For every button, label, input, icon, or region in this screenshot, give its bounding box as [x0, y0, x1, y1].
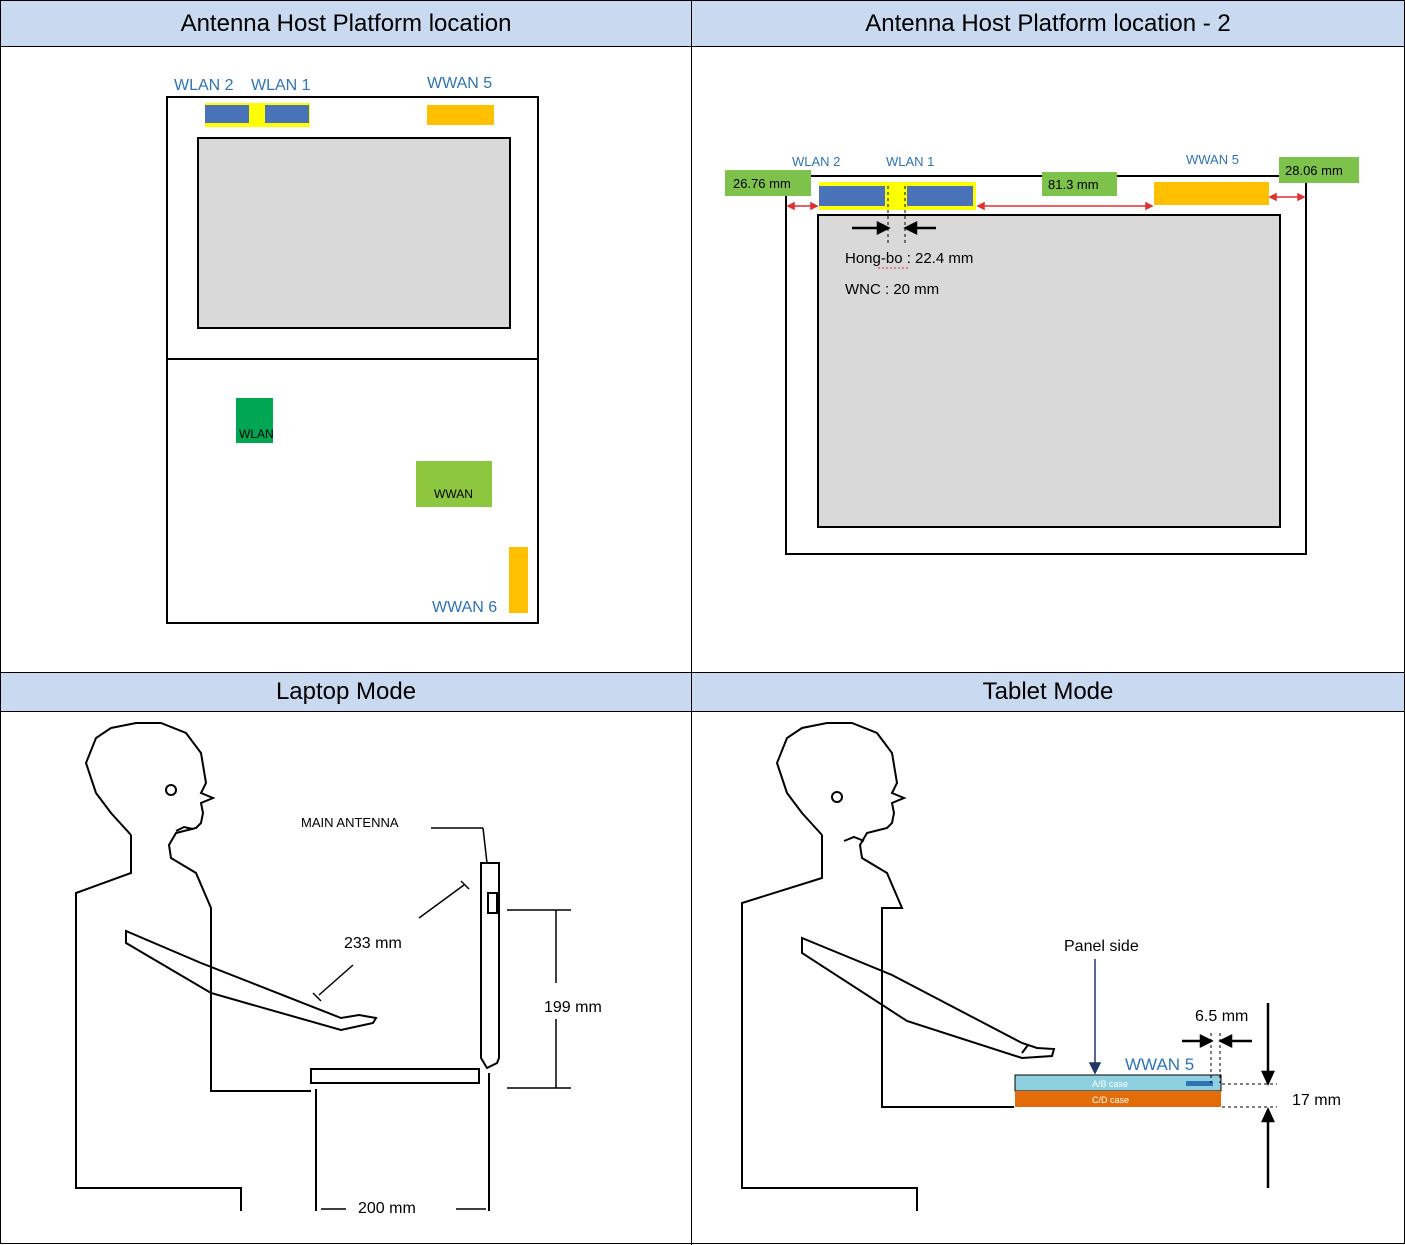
wlan2-label: WLAN 2: [174, 77, 234, 94]
dim-middle-label: 81.3 mm: [1048, 177, 1099, 192]
dimension-arrows: [1182, 1003, 1275, 1188]
tablet-mode-svg: A/B case C/D case Panel side WWAN 5 6.5 …: [741, 722, 1341, 1211]
dim-left-label: 26.76 mm: [733, 176, 791, 191]
person-figure: [741, 722, 1056, 1211]
platform-location-2-diagram: WLAN 2 WLAN 1 WWAN 5 26.76 mm 81.3 mm 28…: [692, 48, 1404, 672]
wwan6-antenna: [509, 547, 528, 613]
wwan5-antenna: [1186, 1081, 1213, 1086]
wlan2-antenna: [819, 186, 885, 206]
dimension-lines: [312, 827, 571, 1210]
eye-icon: [165, 784, 177, 796]
wwan5-label: WWAN 5: [1125, 1055, 1194, 1074]
panel-side-label: Panel side: [1064, 938, 1139, 955]
wwan5-label: WWAN 5: [1186, 152, 1239, 167]
screen-area: [197, 137, 511, 329]
screen-area: [817, 214, 1281, 528]
wlan1-antenna: [265, 105, 309, 123]
column-divider: [691, 1, 692, 1245]
wwan5-antenna: [427, 105, 494, 125]
header-tablet-mode: Tablet Mode: [692, 672, 1404, 712]
header-antenna-host-platform-location: Antenna Host Platform location: [1, 1, 691, 47]
dim-17-label: 17 mm: [1292, 1092, 1341, 1109]
dim-left-box: [725, 170, 811, 196]
cd-case: [1015, 1091, 1221, 1107]
ab-case-label: A/B case: [1092, 1079, 1128, 1089]
platform-location-svg: WLAN 2 WLAN 1 WWAN 5 WLAN WWAN WWAN 6: [166, 75, 539, 624]
laptop-mode-svg: MAIN ANTENNA 233 mm 199 mm 200 mm: [75, 722, 602, 1217]
wwan5-label: WWAN 5: [427, 75, 492, 92]
dim-right-box: [1279, 157, 1359, 183]
platform-location-2-svg: WLAN 2 WLAN 1 WWAN 5 26.76 mm 81.3 mm 28…: [725, 152, 1359, 555]
wwan6-label: WWAN 6: [432, 599, 497, 616]
note-wnc: WNC : 20 mm: [845, 281, 939, 298]
wlan2-antenna: [205, 105, 249, 123]
dim-200-label: 200 mm: [358, 1200, 416, 1217]
platform-location-diagram: WLAN 2 WLAN 1 WWAN 5 WLAN WWAN WWAN 6: [1, 48, 691, 672]
dim-199-label: 199 mm: [544, 999, 602, 1016]
tablet-mode-diagram: A/B case C/D case Panel side WWAN 5 6.5 …: [692, 713, 1404, 1245]
wwan-module-label: WWAN: [434, 487, 473, 501]
cd-case-label: C/D case: [1092, 1095, 1129, 1105]
dim-233-label: 233 mm: [344, 935, 402, 952]
wlan2-label: WLAN 2: [792, 154, 840, 169]
main-antenna-label: MAIN ANTENNA: [301, 815, 399, 830]
dim-right-label: 28.06 mm: [1285, 163, 1343, 178]
wlan1-label: WLAN 1: [251, 77, 311, 94]
wlan1-label: WLAN 1: [886, 154, 934, 169]
wlan-module: [236, 398, 273, 443]
note-hong-bo: Hong-bo : 22.4 mm: [845, 250, 973, 267]
wwan-module: [416, 461, 492, 507]
laptop-figure: [310, 862, 500, 1211]
wlan-module-label: WLAN: [239, 427, 274, 441]
eye-icon: [831, 791, 843, 803]
header-antenna-host-platform-location-2: Antenna Host Platform location - 2: [692, 1, 1404, 47]
wlan1-antenna: [907, 186, 973, 206]
laptop-mode-diagram: MAIN ANTENNA 233 mm 199 mm 200 mm: [1, 713, 691, 1245]
header-laptop-mode: Laptop Mode: [1, 672, 691, 712]
wwan5-antenna: [1154, 182, 1269, 205]
panel-side-arrow: [1088, 959, 1102, 1075]
red-dimension-arrows: [786, 192, 1306, 211]
person-figure: [75, 722, 378, 1211]
gap-arrows: [852, 220, 936, 236]
dim-6-5-label: 6.5 mm: [1195, 1008, 1248, 1025]
dim-middle-box: [1042, 172, 1117, 196]
